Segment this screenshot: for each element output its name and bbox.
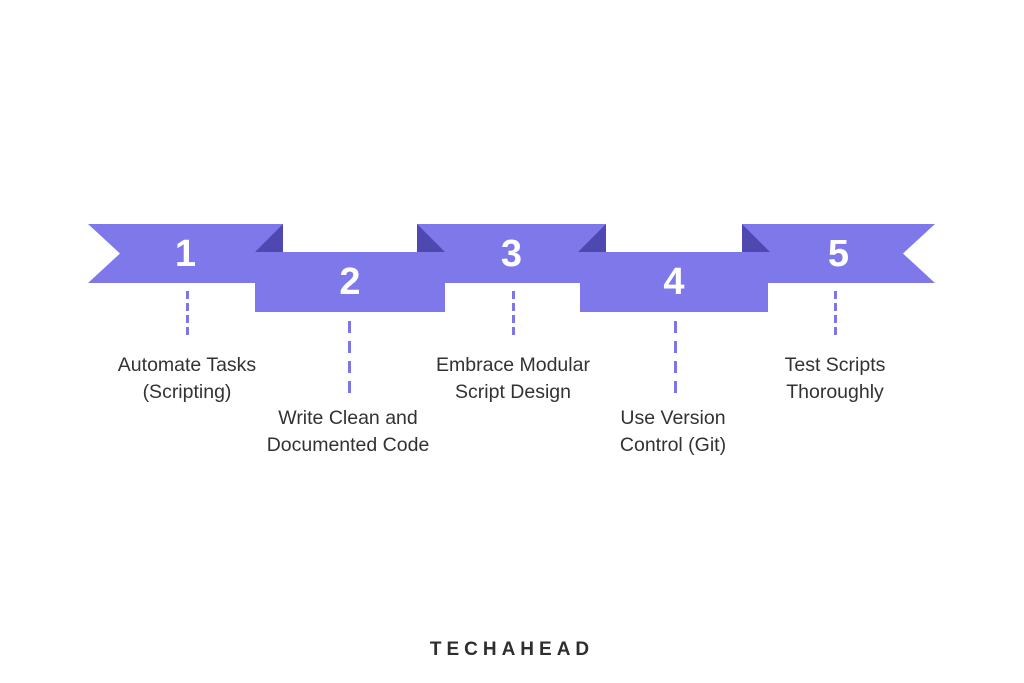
step-label-3: Embrace Modular Script Design xyxy=(363,352,663,406)
step-label-5-line-1: Test Scripts xyxy=(784,354,886,376)
step-label-3-line-2: Script Design xyxy=(455,381,571,403)
step-label-1-line-1: Automate Tasks xyxy=(117,354,257,376)
dash-connector-4 xyxy=(674,321,677,394)
ribbon-band-3: 3 xyxy=(417,224,606,283)
dash-connector-5 xyxy=(834,291,837,335)
step-number-5: 5 xyxy=(827,232,850,275)
step-label-5: Test Scripts Thoroughly xyxy=(685,352,985,406)
step-number-1: 1 xyxy=(174,232,197,275)
ribbon-band-2: 2 xyxy=(255,252,445,312)
ribbon-band-4: 4 xyxy=(580,252,768,312)
step-label-4-line-1: Use Version xyxy=(620,407,726,429)
step-label-4: Use Version Control (Git) xyxy=(523,405,823,459)
step-label-5-line-2: Thoroughly xyxy=(786,381,884,403)
brand-logo: TECHAHEAD xyxy=(429,639,595,660)
step-label-4-line-2: Control (Git) xyxy=(619,434,727,456)
ribbon-band-5: 5 xyxy=(742,224,935,283)
step-label-2-line-1: Write Clean and xyxy=(278,407,418,429)
step-label-2: Write Clean and Documented Code xyxy=(198,405,498,459)
ribbon-band-1: 1 xyxy=(88,224,283,283)
step-number-4: 4 xyxy=(663,261,685,303)
step-label-1-line-2: (Scripting) xyxy=(142,381,232,403)
step-label-3-line-1: Embrace Modular xyxy=(436,354,590,376)
dash-connector-3 xyxy=(512,291,515,335)
step-number-2: 2 xyxy=(339,261,361,303)
step-number-3: 3 xyxy=(500,232,523,275)
step-label-1: Automate Tasks (Scripting) xyxy=(37,352,337,406)
dash-connector-1 xyxy=(186,291,189,335)
dash-connector-2 xyxy=(348,321,351,394)
step-label-2-line-2: Documented Code xyxy=(266,434,430,456)
